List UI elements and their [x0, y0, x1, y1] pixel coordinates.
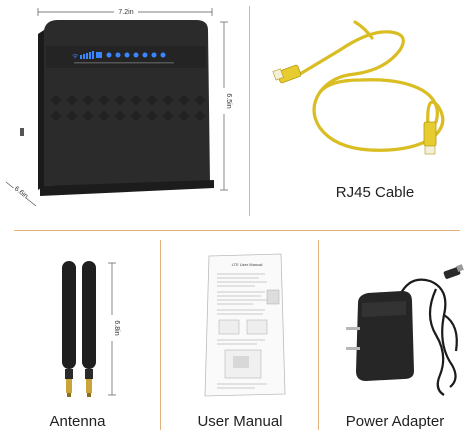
antenna-length-label: 6.8in	[113, 320, 120, 335]
antenna-left	[62, 261, 76, 397]
antenna-image: 6.8in	[62, 261, 120, 397]
power-adapter-image	[346, 264, 464, 396]
divider-horizontal	[14, 230, 460, 231]
router-height-label: 6.5in	[225, 93, 232, 108]
rj45-connector-left	[272, 64, 302, 84]
user-manual-label: User Manual	[197, 413, 283, 430]
router-width-label: 7.2in	[118, 9, 133, 16]
manual-doc-title: LTE User Manual	[232, 262, 263, 267]
antenna-right	[82, 261, 96, 397]
router-image: 7.2in 6.5in 6.6in ᯤ	[5, 6, 232, 207]
svg-text:ᯤ: ᯤ	[72, 52, 79, 60]
rj45-cable-label: RJ45 Cable	[335, 184, 415, 201]
rj45-cable-image	[272, 20, 445, 155]
user-manual-image: LTE User Manual	[204, 253, 286, 397]
rj45-connector-right	[423, 121, 437, 155]
power-adapter-label: Power Adapter	[345, 413, 445, 430]
router-texture	[49, 93, 207, 123]
divider-bottom-left	[160, 240, 161, 430]
divider-top-vertical	[249, 6, 250, 216]
antenna-label: Antenna	[49, 413, 106, 430]
divider-bottom-right	[318, 240, 319, 430]
led-indicators: ᯤ	[72, 51, 174, 64]
